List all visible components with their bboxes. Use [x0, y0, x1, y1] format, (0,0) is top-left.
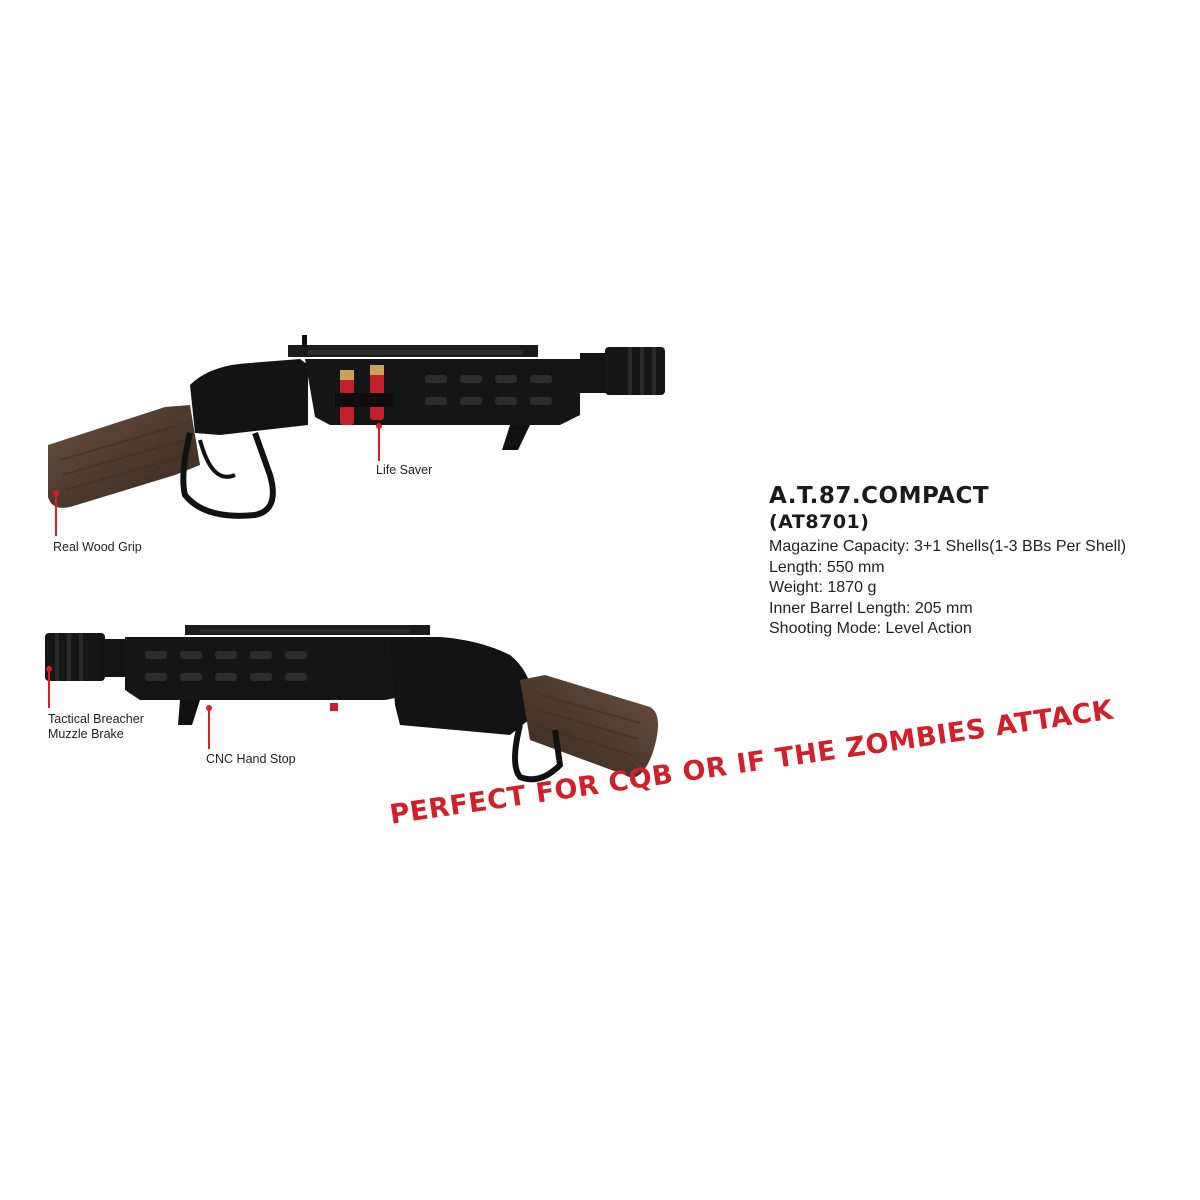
callout-tactical-breacher-line1: Tactical Breacher [48, 712, 144, 726]
callout-life-saver: Life Saver [376, 463, 433, 477]
callout-real-wood-grip: Real Wood Grip [53, 540, 142, 554]
callout-dot-muzzle-brake [46, 666, 52, 672]
product-specs: A.T.87.COMPACT (AT8701) Magazine Capacit… [769, 482, 1189, 640]
callout-dot-wood-grip [53, 490, 59, 496]
spec-weight: Weight: 1870 g [769, 579, 877, 596]
callout-tactical-breacher: Tactical Breacher Muzzle Brake [48, 712, 144, 742]
product-code: (AT8701) [769, 511, 870, 533]
gun-image-left-facing [40, 615, 680, 795]
callout-line-muzzle-brake [48, 668, 50, 708]
callout-cnc-hand-stop: CNC Hand Stop [206, 752, 296, 766]
callout-line-life-saver [378, 425, 380, 461]
shotgun-right-illustration [48, 335, 665, 519]
product-title: A.T.87.COMPACT [769, 483, 990, 509]
callout-dot-hand-stop [206, 705, 212, 711]
callout-dot-life-saver [376, 423, 382, 429]
callout-muzzle-brake-line2: Muzzle Brake [48, 727, 124, 741]
shotgun-left-illustration [45, 625, 659, 783]
spec-magazine-capacity: Magazine Capacity: 3+1 Shells(1-3 BBs Pe… [769, 538, 1127, 555]
callout-line-wood-grip [55, 492, 57, 536]
spec-length: Length: 550 mm [769, 558, 885, 576]
gun-image-right-facing [40, 325, 680, 535]
callout-line-hand-stop [208, 707, 210, 749]
spec-shooting-mode: Shooting Mode: Level Action [769, 620, 972, 637]
spec-inner-barrel-length: Inner Barrel Length: 205 mm [769, 599, 973, 617]
